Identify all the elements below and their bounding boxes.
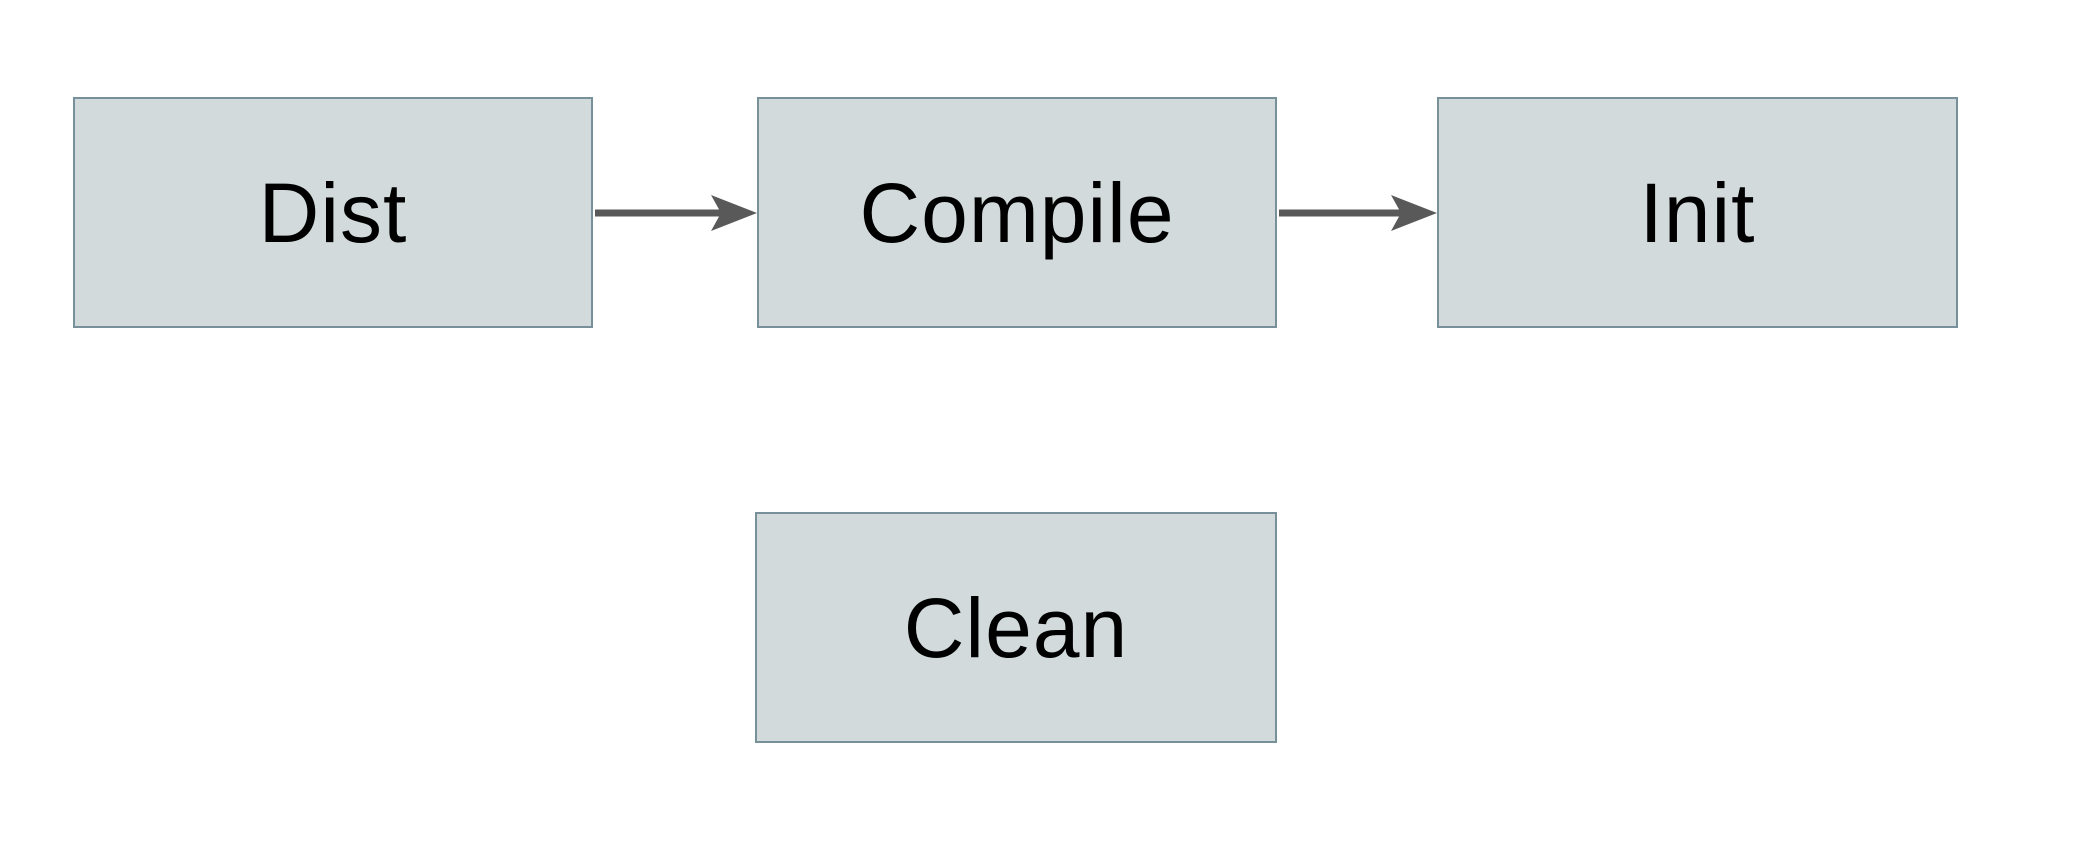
- node-label-init: Init: [1639, 165, 1756, 260]
- node-label-dist: Dist: [258, 165, 408, 260]
- edge-dist-to-compile: [595, 195, 757, 231]
- edge-compile-to-init: [1279, 195, 1437, 231]
- flow-node-compile[interactable]: Compile: [757, 97, 1277, 328]
- node-label-compile: Compile: [859, 165, 1175, 260]
- arrowhead-icon: [711, 195, 757, 231]
- node-label-clean: Clean: [903, 580, 1129, 675]
- flow-node-clean[interactable]: Clean: [755, 512, 1277, 743]
- flow-node-dist[interactable]: Dist: [73, 97, 593, 328]
- arrowhead-icon: [1391, 195, 1437, 231]
- flow-node-init[interactable]: Init: [1437, 97, 1958, 328]
